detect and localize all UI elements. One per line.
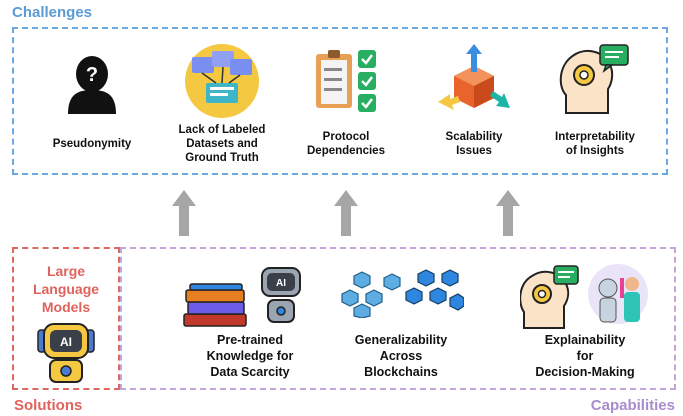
capability-label-line: Decision-Making xyxy=(535,365,635,379)
challenge-label-scalability: Scalability Issues xyxy=(424,130,524,158)
challenge-label-line: Interpretability xyxy=(555,131,635,143)
challenge-label-line: Scalability xyxy=(445,131,503,143)
capability-label-generalizability: Generalizability Across Blockchains xyxy=(336,332,466,380)
capability-label-line: Pre-trained xyxy=(217,333,283,347)
capability-label-line: Generalizability xyxy=(354,333,448,347)
books-robot-icon: AI xyxy=(182,264,302,330)
challenge-label-line: Protocol xyxy=(322,131,370,143)
capability-label-line: Across xyxy=(379,349,423,363)
capabilities-title: Capabilities xyxy=(590,397,675,414)
challenge-label-line: Ground Truth xyxy=(185,152,259,164)
challenge-label-line: Issues xyxy=(456,145,492,157)
capability-label-line: Blockchains xyxy=(364,365,438,379)
challenge-label-protocol: Protocol Dependencies xyxy=(296,130,396,158)
blockchain-cubes-icon xyxy=(340,268,464,318)
brain-robot-human-icon xyxy=(520,264,650,330)
capability-label-line: Knowledge for xyxy=(206,349,294,363)
svg-text:?: ? xyxy=(86,64,98,86)
challenge-label-line: Pseudonymity xyxy=(52,138,132,150)
challenge-label-line: Dependencies xyxy=(307,145,385,157)
challenge-label-line: Lack of Labeled xyxy=(178,124,266,136)
challenges-box xyxy=(12,27,668,175)
solution-label-line: Language xyxy=(32,281,100,297)
anonymous-person-icon: ? xyxy=(62,52,122,114)
checklist-clipboard-icon xyxy=(310,44,382,116)
solution-label-llm: Large Language Models xyxy=(12,262,120,316)
labeled-data-icon xyxy=(182,43,262,119)
scaling-cube-icon xyxy=(436,42,512,120)
challenge-label-interpretability: Interpretability of Insights xyxy=(540,130,650,158)
challenge-label-pseudonymity: Pseudonymity xyxy=(42,137,142,151)
ai-robot-text: AI xyxy=(276,278,286,289)
challenges-title: Challenges xyxy=(12,4,93,21)
brain-gear-chat-icon xyxy=(556,43,632,117)
capability-label-line: Explainability xyxy=(544,333,626,347)
up-arrow-icon xyxy=(496,190,520,236)
capability-label-line: Data Scarcity xyxy=(210,365,290,379)
capabilities-box xyxy=(120,247,676,390)
solutions-box xyxy=(12,247,120,390)
capability-label-line: for xyxy=(576,349,594,363)
ai-robot-icon: AI xyxy=(36,320,96,384)
ai-robot-text: AI xyxy=(60,335,72,349)
solution-label-line: Large xyxy=(46,263,86,279)
up-arrow-icon xyxy=(172,190,196,236)
up-arrow-icon xyxy=(334,190,358,236)
solutions-title: Solutions xyxy=(14,397,83,414)
solution-label-line: Models xyxy=(41,299,91,315)
challenge-label-labeled-data: Lack of Labeled Datasets and Ground Trut… xyxy=(162,123,282,165)
challenge-label-line: of Insights xyxy=(565,145,625,157)
capability-label-explainability: Explainability for Decision-Making xyxy=(520,332,650,380)
capability-label-pretrained: Pre-trained Knowledge for Data Scarcity xyxy=(190,332,310,380)
challenge-label-line: Datasets and xyxy=(186,138,258,150)
